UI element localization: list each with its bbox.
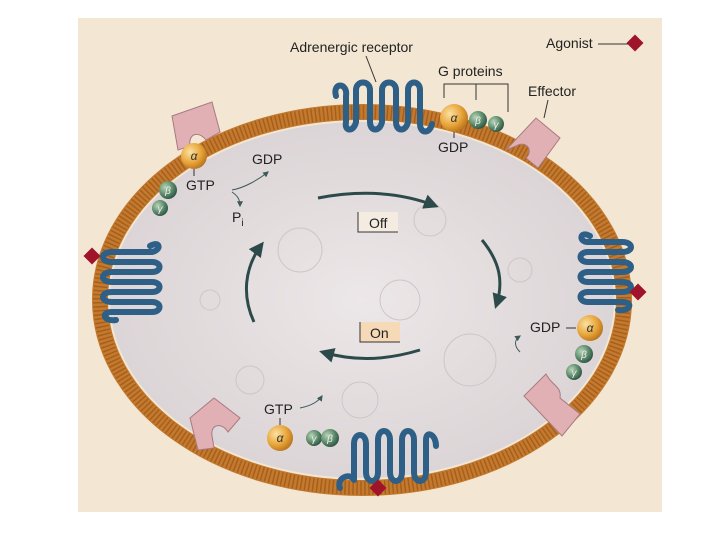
- adrenergic-receptor-label: Adrenergic receptor: [290, 39, 413, 55]
- effector-bottom-left: [189, 397, 241, 451]
- svg-text:β: β: [326, 434, 333, 445]
- alpha-subunit: [267, 425, 293, 451]
- cycle-arrow-top: [317, 191, 439, 209]
- gdp-release-arrow: [231, 171, 269, 191]
- agonist-left: [83, 247, 101, 265]
- adrenergic-receptor-top: [332, 79, 435, 135]
- g-protein-bottom: GTP α γ β: [264, 395, 339, 451]
- svg-text:γ: γ: [572, 368, 578, 379]
- beta-subunit: [159, 181, 177, 199]
- cell-interior: [110, 122, 614, 478]
- off-state-box: Off: [357, 212, 398, 233]
- cycle-arrow-bottom: [319, 348, 421, 363]
- effector-pointer: [543, 99, 549, 119]
- agonist-bottom: [369, 479, 387, 497]
- gamma-subunit: [566, 364, 582, 380]
- cycle-arrow-right: [480, 239, 507, 309]
- gamma-subunit: [152, 200, 168, 216]
- alpha-subunit: [577, 315, 603, 341]
- gdp-right-label: GDP: [530, 319, 560, 335]
- beta-subunit: [575, 345, 593, 363]
- adrenergic-receptor-pointer: [365, 55, 377, 83]
- on-state-box: On: [359, 322, 400, 343]
- gdp-left-label: GDP: [252, 151, 282, 167]
- alpha-subunit: [440, 104, 468, 132]
- g-protein-right: GDP α β γ: [514, 315, 603, 380]
- g-protein-left: α GTP β γ GDP Pi: [152, 143, 282, 229]
- adrenergic-receptor-right: [577, 231, 634, 314]
- gdp-top-label: GDP: [438, 139, 468, 155]
- beta-subunit: [469, 111, 487, 129]
- interior-texture: [199, 203, 533, 419]
- svg-text:γ: γ: [158, 204, 164, 215]
- svg-text:α: α: [587, 321, 595, 335]
- agonist-legend-marker: [626, 34, 644, 52]
- svg-text:α: α: [191, 149, 199, 163]
- svg-text:α: α: [277, 431, 285, 445]
- effector-top-right: [505, 117, 561, 169]
- gtp-bottom-label: GTP: [264, 401, 293, 417]
- beta-subunit: [321, 429, 339, 447]
- effector-label: Effector: [528, 83, 576, 99]
- g-proteins-bracket: [443, 83, 509, 112]
- agonist-label: Agonist: [546, 35, 593, 51]
- cycle-arrow-left: [244, 241, 264, 323]
- off-label: Off: [369, 215, 388, 231]
- g-proteins-label: G proteins: [438, 63, 503, 79]
- g-protein-top: α β γ GDP: [438, 104, 504, 155]
- svg-text:γ: γ: [494, 120, 500, 131]
- gtp-arrow-bottom: [299, 395, 323, 409]
- svg-text:γ: γ: [312, 434, 318, 445]
- gtp-left-label: GTP: [186, 177, 215, 193]
- gamma-subunit: [488, 116, 504, 132]
- pi-release-arrow: [231, 191, 243, 208]
- svg-text:α: α: [451, 111, 459, 125]
- pi-label: Pi: [232, 209, 244, 229]
- svg-text:β: β: [164, 186, 171, 197]
- alpha-subunit: [181, 143, 207, 169]
- on-label: On: [370, 325, 389, 341]
- gamma-subunit: [306, 430, 322, 446]
- adrenergic-receptor-left: [100, 241, 163, 324]
- svg-text:β: β: [474, 116, 481, 127]
- svg-text:β: β: [580, 350, 587, 361]
- gdp-arrow-right: [514, 335, 521, 353]
- agonist-right: [629, 283, 647, 301]
- effector-bottom-right: [523, 373, 581, 437]
- adrenergic-receptor-bottom: [336, 428, 439, 491]
